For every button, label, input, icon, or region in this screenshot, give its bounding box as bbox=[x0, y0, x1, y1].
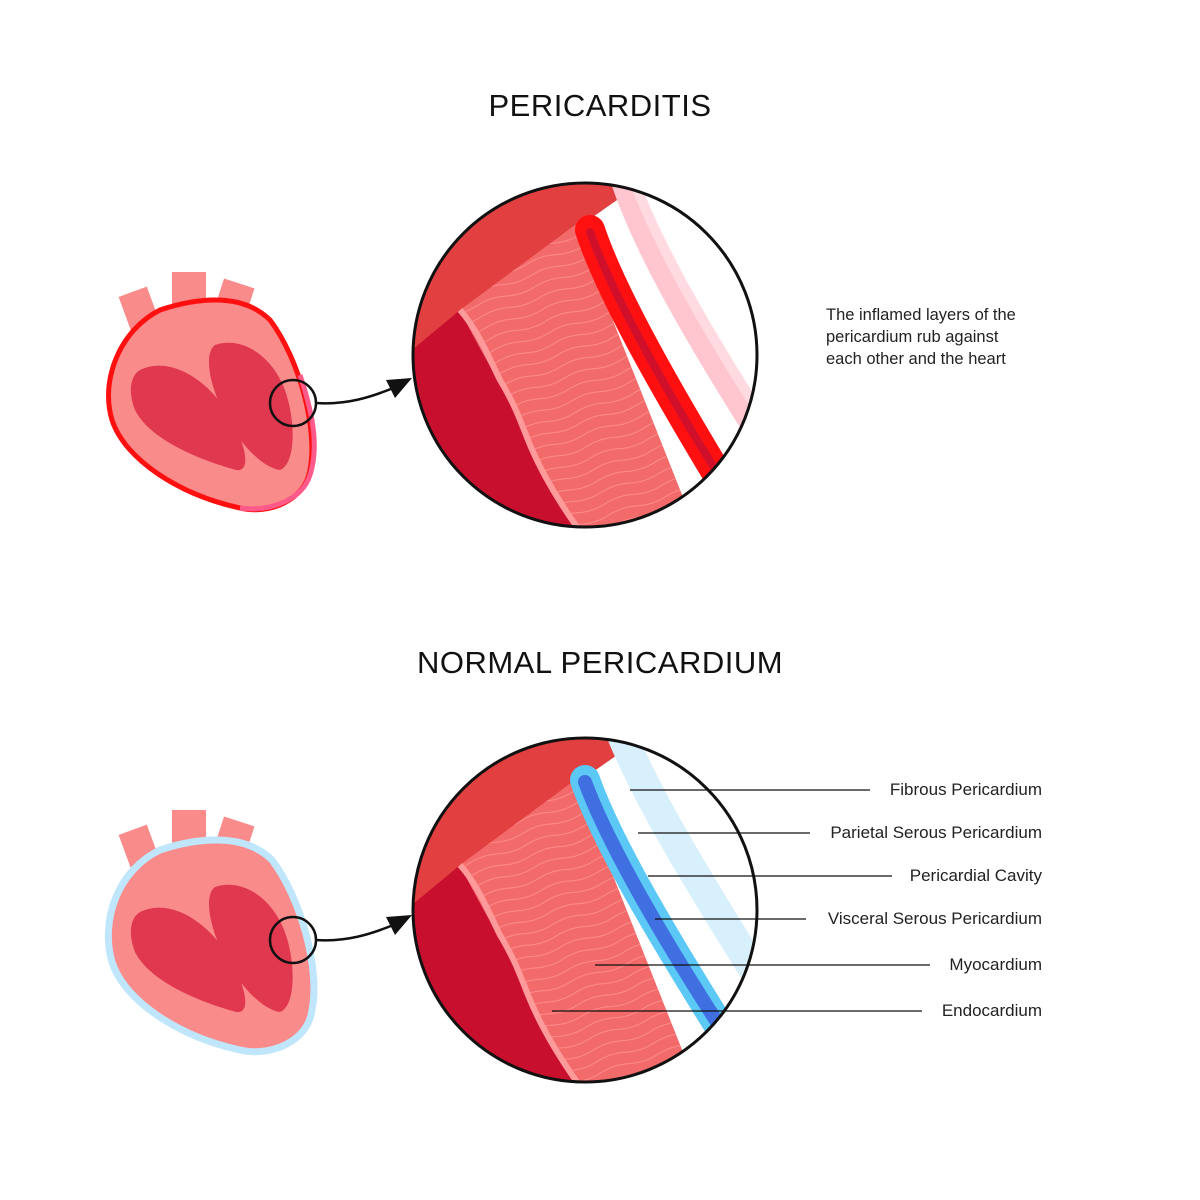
zoom-circle-bottom bbox=[411, 736, 759, 1084]
label-myocardium: Myocardium bbox=[949, 955, 1042, 974]
label-fibrous-pericardium: Fibrous Pericardium bbox=[889, 780, 1042, 799]
label-pericardial-cavity: Pericardial Cavity bbox=[909, 866, 1042, 885]
label-visceral-serous-pericardium: Visceral Serous Pericardium bbox=[827, 909, 1042, 928]
arrowhead-top bbox=[386, 378, 412, 398]
title-pericarditis: PERICARDITIS bbox=[488, 88, 712, 123]
heart-normal bbox=[104, 810, 318, 1056]
arrowhead-bottom bbox=[386, 915, 412, 935]
label-endocardium: Endocardium bbox=[941, 1001, 1042, 1020]
arrow-bottom bbox=[315, 921, 399, 942]
title-normal-pericardium: NORMAL PERICARDIUM bbox=[416, 645, 784, 680]
label-leader-lines bbox=[552, 789, 930, 1012]
zoom-circle-top bbox=[411, 181, 759, 529]
zoom-view-normal bbox=[413, 738, 757, 1082]
zoom-view-inflamed bbox=[413, 183, 757, 527]
heart-inflamed bbox=[106, 272, 317, 513]
label-parietal-serous-pericardium: Parietal Serous Pericardium bbox=[830, 823, 1042, 842]
inflammation-description: The inflamed layers of the pericardium r… bbox=[826, 306, 1016, 368]
arrow-top bbox=[315, 384, 399, 405]
